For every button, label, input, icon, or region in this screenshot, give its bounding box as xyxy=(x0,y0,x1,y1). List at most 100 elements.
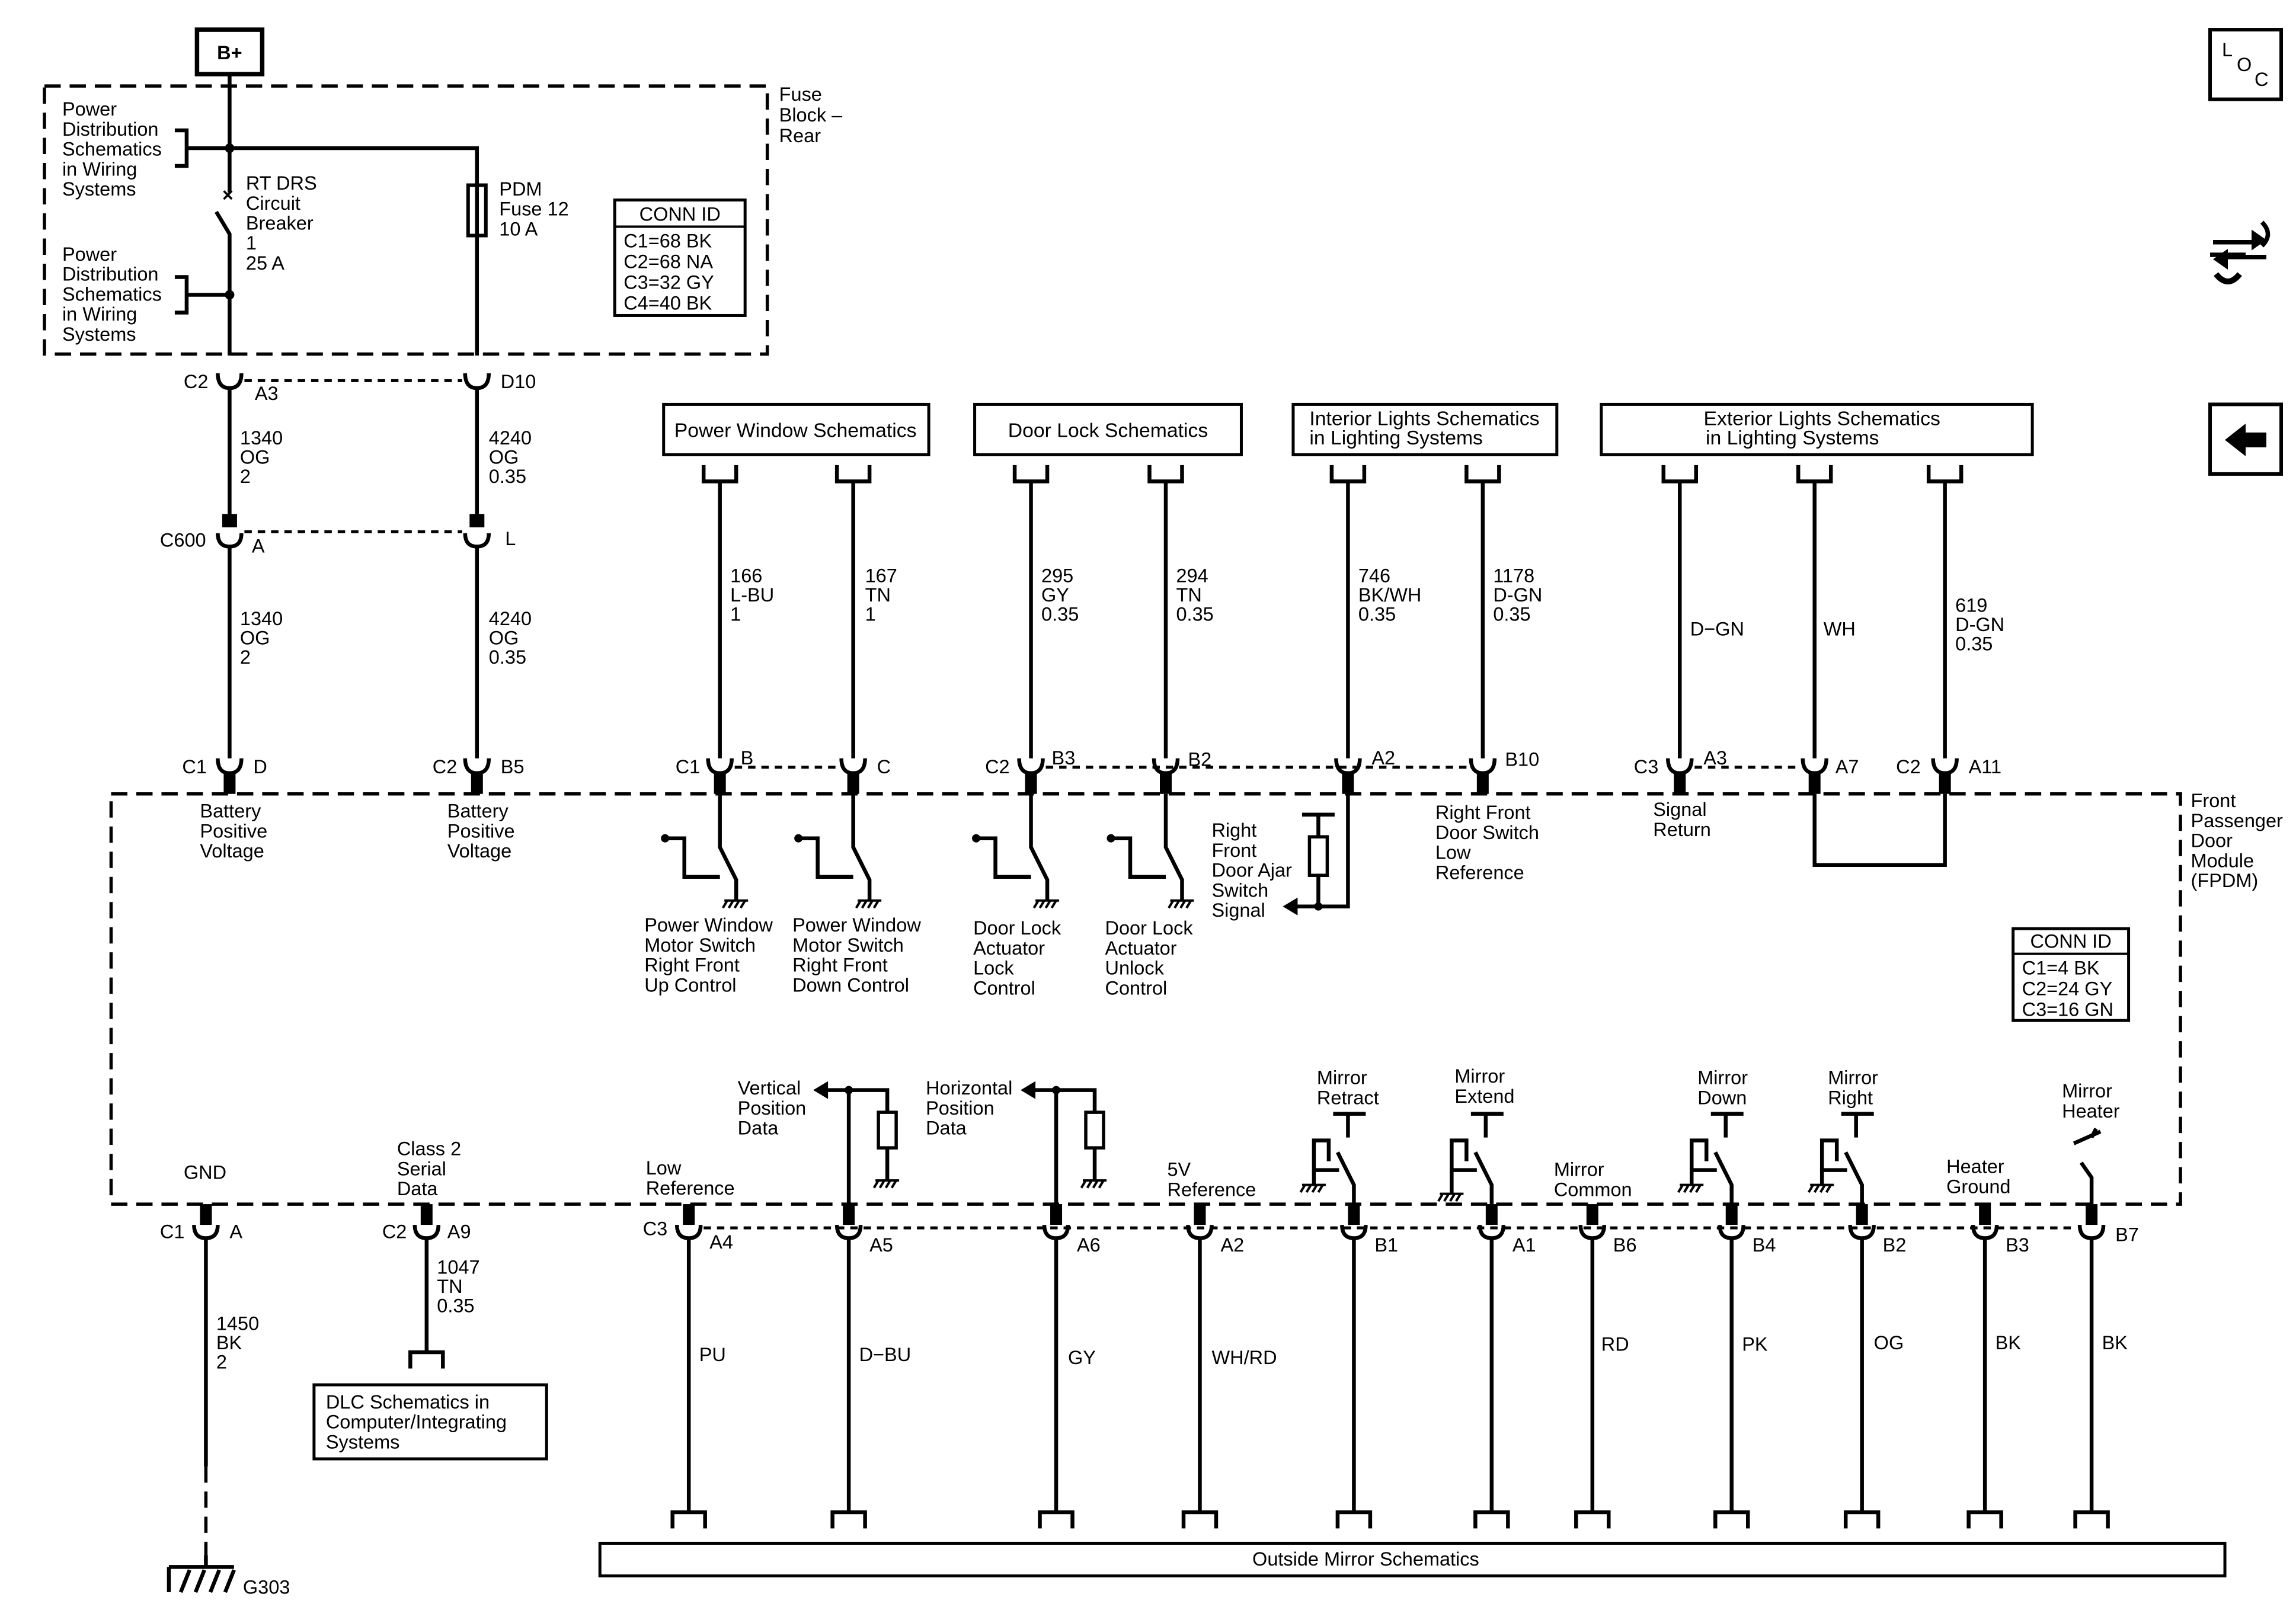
svg-text:RT DRS Circuit: RT DRS Circuit Breaker 1 25 A xyxy=(246,172,322,274)
power-window-schematics-box[interactable]: Power Window Schematics xyxy=(662,402,930,456)
svg-text:BK: BK xyxy=(1996,1332,2022,1353)
fuse-block-rear: Fuse Block – Rear Power Distribution Sch… xyxy=(43,74,848,356)
svg-text:G303: G303 xyxy=(243,1576,290,1598)
svg-text:Front Passenger Do: Front Passenger Door Module (FPDM) xyxy=(2191,790,2288,891)
svg-text:O: O xyxy=(2237,54,2252,75)
svg-text:C600: C600 xyxy=(160,529,206,550)
svg-text:A: A xyxy=(252,535,265,556)
wire-1340-b: 1340 OG 2 xyxy=(240,608,288,668)
svg-text:Door Lock Schematics: Door Lock Schematics xyxy=(1008,419,1208,441)
svg-text:C2: C2 xyxy=(184,371,209,392)
svg-text:D−BU: D−BU xyxy=(859,1344,912,1365)
svg-text:L: L xyxy=(2222,39,2233,60)
svg-text:B2: B2 xyxy=(1883,1234,1907,1256)
wire-1340-a: 1340 OG 2 xyxy=(240,427,288,487)
svg-text:C2: C2 xyxy=(433,756,458,777)
outside-mirror-schematics-box[interactable]: Outside Mirror Schematics xyxy=(598,1541,2227,1577)
svg-text:B2: B2 xyxy=(1188,748,1211,770)
svg-text:C2: C2 xyxy=(985,756,1010,777)
svg-text:B5: B5 xyxy=(501,756,525,777)
power-distribution-ref-1[interactable]: Power Distribution Schematics in Wiring … xyxy=(62,98,167,200)
power-source: B+ xyxy=(194,27,265,76)
svg-text:B4: B4 xyxy=(1753,1234,1776,1256)
svg-text:C3: C3 xyxy=(1634,756,1659,777)
power-source-label: B+ xyxy=(217,42,242,63)
svg-text:PK: PK xyxy=(1742,1334,1768,1355)
svg-text:A4: A4 xyxy=(709,1231,733,1253)
pdm-fuse-12: PDM Fuse 12 10 A xyxy=(466,178,574,356)
svg-text:Exterior Lights Schematics: Exterior Lights Schematics xyxy=(1704,407,1940,430)
svg-text:L: L xyxy=(505,528,516,549)
svg-text:WH/RD: WH/RD xyxy=(1211,1347,1277,1368)
interior-lights-schematics-box[interactable]: Interior Lights Schematics in Lighting S… xyxy=(1291,402,1559,456)
svg-text:D−GN: D−GN xyxy=(1690,618,1744,639)
inline-connector-c600: C600 A L xyxy=(160,514,516,758)
fuse-block-connector-c2: C2 A3 D10 xyxy=(184,371,536,526)
svg-text:B3: B3 xyxy=(1052,747,1076,769)
circuit-breaker: × RT DRS Circuit Breaker 1 25 A xyxy=(215,172,322,356)
svg-text:OG: OG xyxy=(1874,1332,1904,1353)
svg-text:×: × xyxy=(222,184,234,206)
svg-text:B10: B10 xyxy=(1505,748,1539,770)
svg-text:RD: RD xyxy=(1601,1334,1629,1355)
fuse-block-conn-id: CONN ID C1=68 BK C2=68 NA C3=32 GY C4=40… xyxy=(613,199,747,317)
svg-text:WH: WH xyxy=(1824,618,1856,639)
ground-icon xyxy=(167,1555,236,1593)
svg-text:C2: C2 xyxy=(382,1221,407,1243)
svg-text:B6: B6 xyxy=(1613,1234,1637,1256)
svg-text:GY: GY xyxy=(1068,1347,1096,1368)
fuse-block-label: Fuse Block – Rear xyxy=(779,84,848,146)
svg-text:A11: A11 xyxy=(1969,756,2001,777)
svg-text:C2: C2 xyxy=(1896,756,1921,777)
svg-text:A9: A9 xyxy=(447,1221,471,1243)
svg-text:C1=68 BK C2=68 NA: C1=68 BK C2=68 NA C3=32 GY C4=40 BK xyxy=(623,230,720,313)
svg-text:C1=4 BK C2=24 GY: C1=4 BK C2=24 GY C3=16 GN xyxy=(2022,958,2118,1020)
svg-text:Outside Mirror Schematics: Outside Mirror Schematics xyxy=(1252,1548,1479,1570)
back-arrow-icon[interactable] xyxy=(2208,402,2284,476)
svg-text:B3: B3 xyxy=(2006,1234,2029,1256)
location-icon[interactable]: L O C xyxy=(2208,28,2284,101)
svg-text:PDM Fuse 12 10: PDM Fuse 12 10 A xyxy=(499,178,574,239)
svg-text:A5: A5 xyxy=(869,1234,893,1256)
svg-text:B7: B7 xyxy=(2115,1224,2139,1246)
door-lock-schematics-box[interactable]: Door Lock Schematics xyxy=(973,402,1243,456)
fpdm-conn-id: CONN ID C1=4 BK C2=24 GY C3=16 GN xyxy=(2012,927,2131,1022)
svg-text:B: B xyxy=(741,747,754,769)
module-bottom-switches xyxy=(813,1081,2102,1205)
swap-arrows-icon[interactable] xyxy=(2210,220,2271,284)
top-box-taps xyxy=(701,465,1964,758)
svg-text:B1: B1 xyxy=(1374,1234,1398,1256)
power-distribution-ref-2[interactable]: Power Distribution Schematics in Wiring … xyxy=(62,244,167,345)
svg-text:A1: A1 xyxy=(1512,1234,1536,1256)
svg-text:PU: PU xyxy=(699,1344,726,1365)
svg-text:C3: C3 xyxy=(643,1218,668,1240)
svg-text:A3: A3 xyxy=(1703,747,1727,769)
exterior-lights-schematics-box[interactable]: Exterior Lights Schematics in Lighting S… xyxy=(1600,402,2034,456)
svg-text:D10: D10 xyxy=(501,371,536,392)
